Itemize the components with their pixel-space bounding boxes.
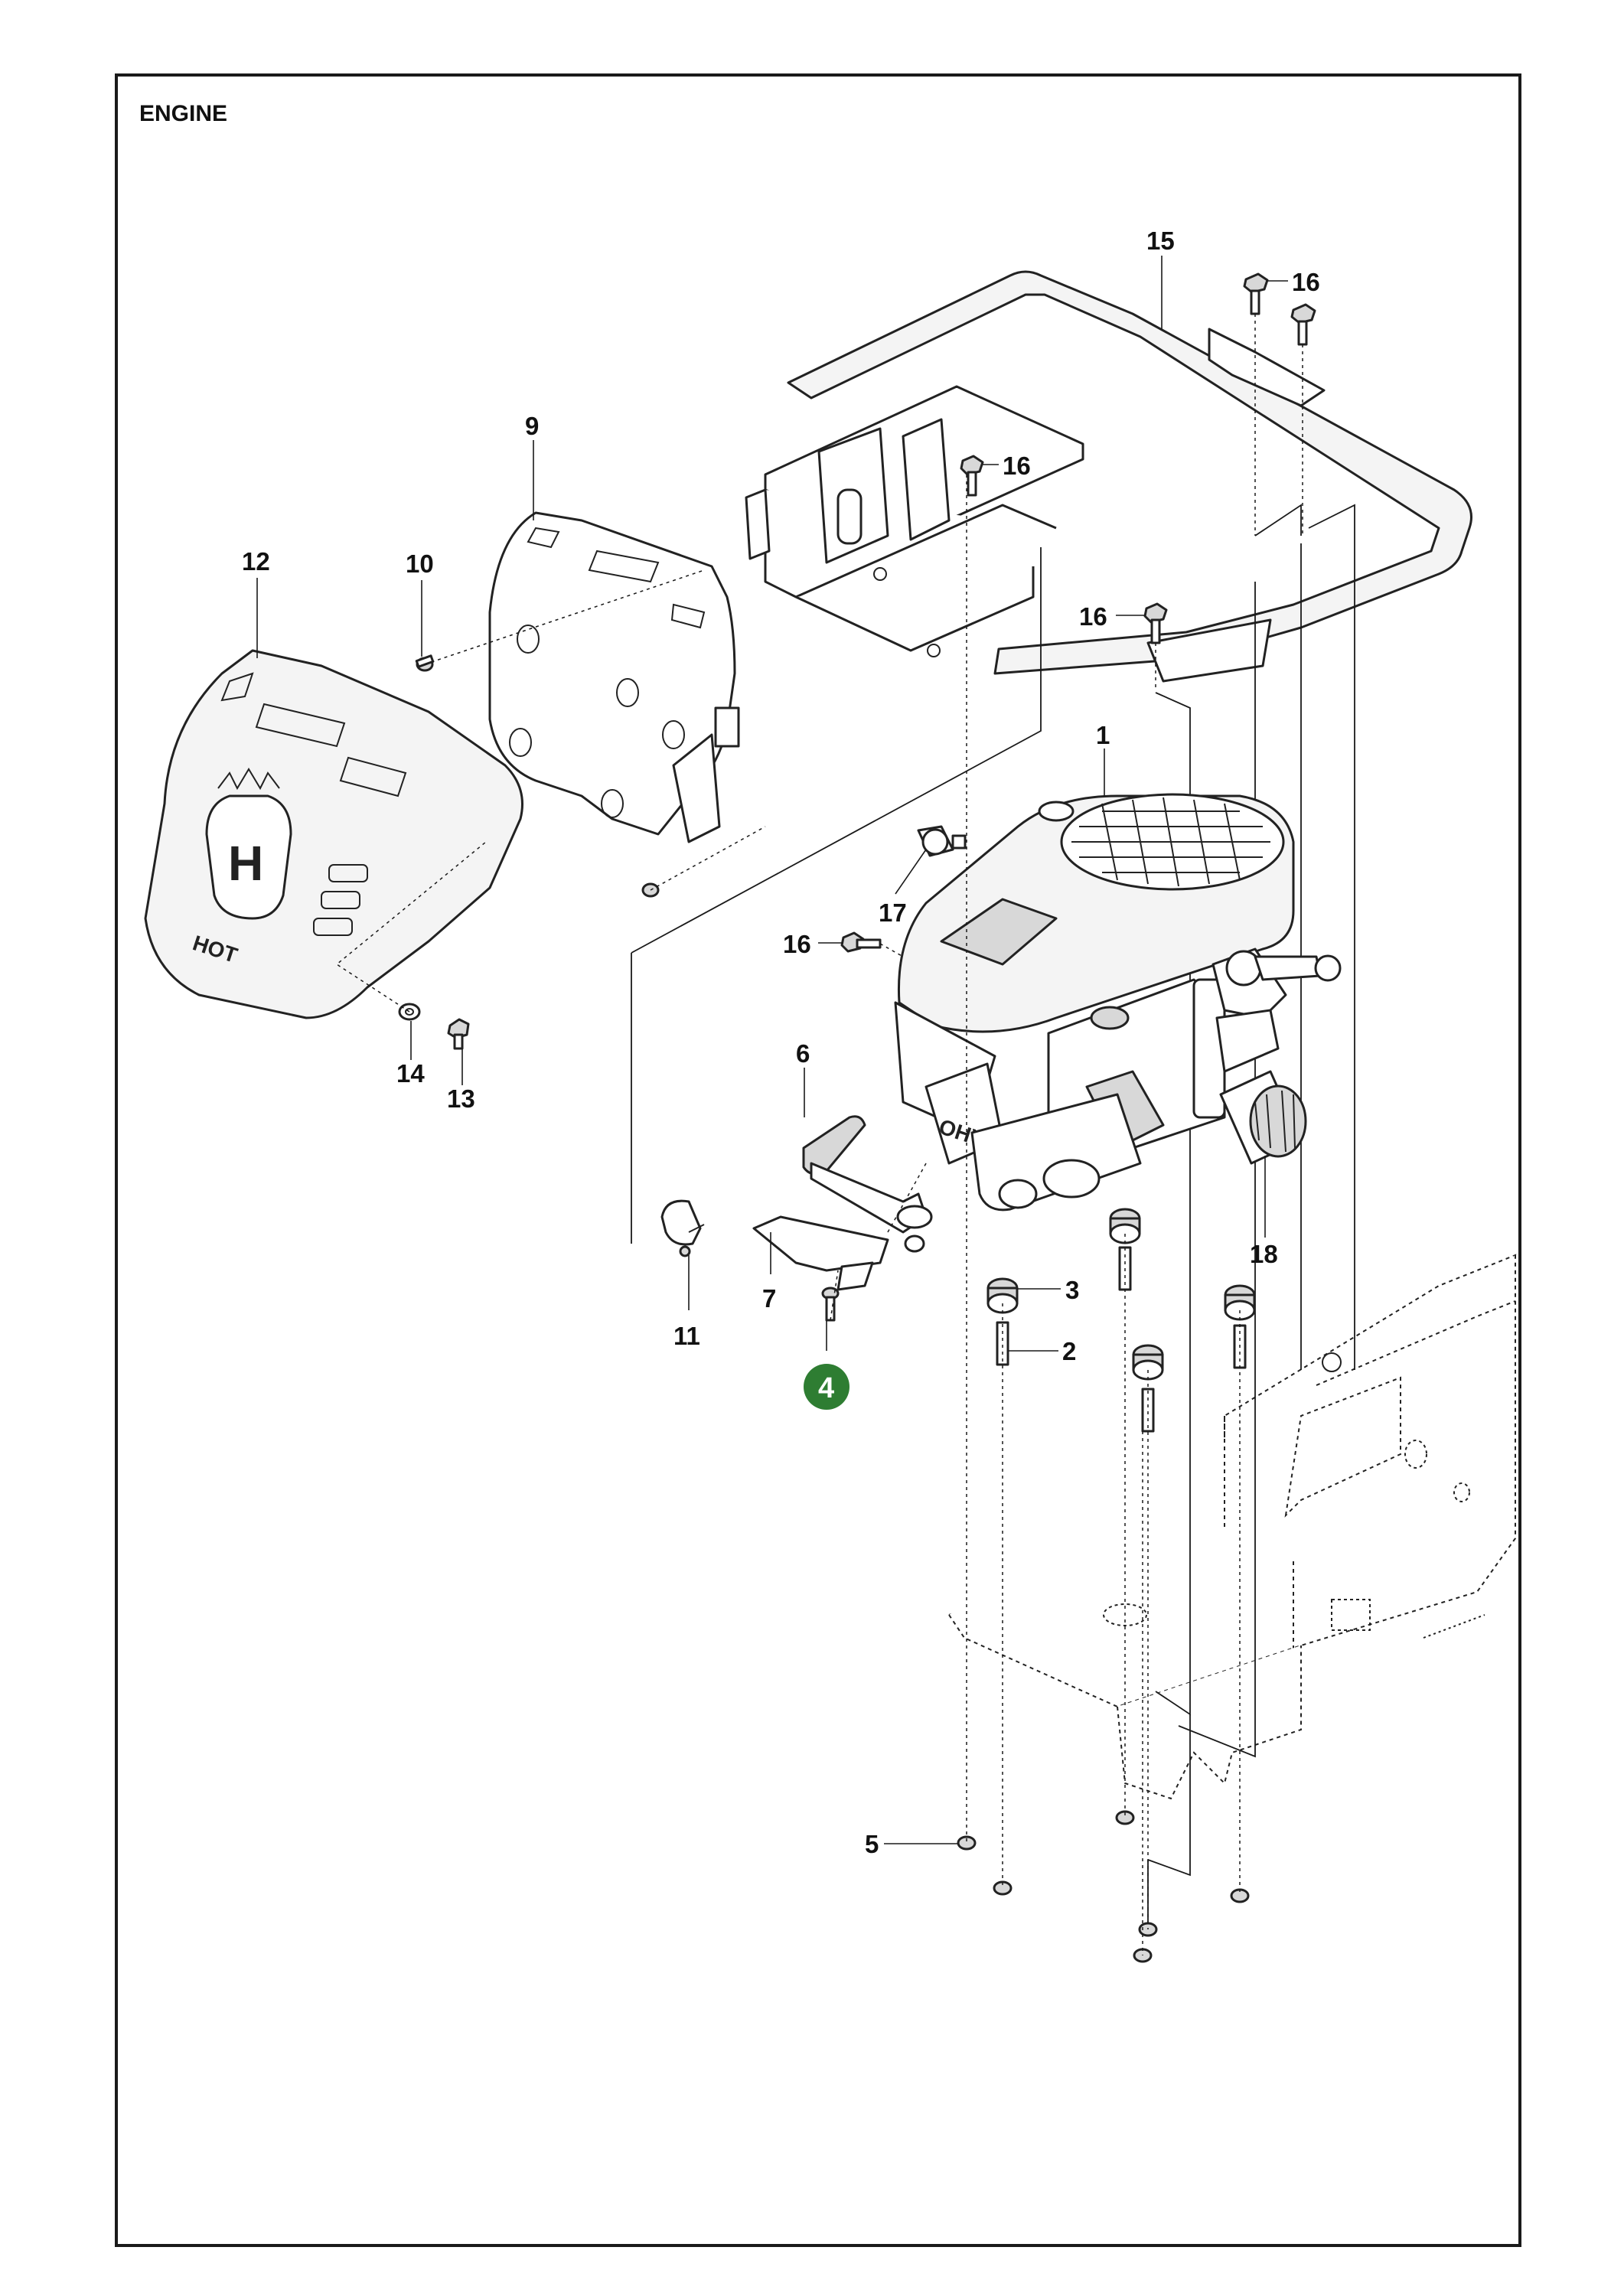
diagram-title: ENGINE [139, 101, 227, 126]
rubber-dampers [986, 1208, 1256, 1381]
callout-11: 11 [673, 1322, 700, 1350]
callout-16-bracket: 16 [1003, 452, 1031, 480]
bolt-16-top-right [1243, 272, 1269, 315]
callout-13: 13 [447, 1084, 475, 1113]
air-intake-grille [1071, 797, 1270, 887]
callout-2: 2 [1062, 1337, 1076, 1365]
dashed-assembly-lines [335, 314, 1303, 1955]
vent-slots [313, 864, 368, 936]
studs [996, 1246, 1247, 1433]
callout-1: 1 [1096, 721, 1110, 749]
screw-13 [447, 1018, 470, 1050]
callout-12: 12 [242, 547, 270, 576]
callout-16-bar: 16 [1079, 602, 1107, 631]
engine-cover [488, 511, 740, 843]
assembly-guide-lines [631, 504, 1355, 1929]
bolt-16-bar [1143, 602, 1168, 644]
bolt-16-engine [840, 931, 882, 953]
oil-filter [1219, 1070, 1307, 1165]
lower-bracket [745, 385, 1084, 657]
cable-clamp [660, 1199, 705, 1257]
bolt-16-top-right-2 [1290, 303, 1316, 346]
bolt-4 [821, 1287, 840, 1322]
callout-14: 14 [396, 1059, 425, 1088]
screw-10 [415, 654, 435, 672]
husqvarna-crown-logo: H [205, 768, 292, 920]
callout-15: 15 [1146, 227, 1175, 255]
callout-5: 5 [865, 1830, 879, 1858]
temperature-sensor [917, 825, 967, 857]
cable-ring [896, 1205, 933, 1253]
handle-guide [752, 1215, 889, 1291]
leader-lines [256, 256, 1288, 1844]
front-cover: H HOT [144, 649, 523, 1019]
callouts: 1 2 3 4 5 6 7 9 10 11 12 13 14 15 16 16 … [242, 227, 1320, 1858]
engine: OHV [894, 793, 1342, 1212]
callout-18: 18 [1250, 1240, 1278, 1268]
chassis-frame [948, 1254, 1517, 1800]
callout-17: 17 [879, 899, 907, 927]
page-frame [115, 73, 1521, 2247]
callout-6: 6 [796, 1039, 810, 1068]
nuts [957, 1810, 1250, 1963]
frame-bar [787, 270, 1472, 683]
bolts-16 [840, 272, 1316, 953]
callout-16-top: 16 [1292, 268, 1320, 296]
callout-4-highlighted: 4 [804, 1364, 850, 1410]
svg-text:H: H [228, 836, 263, 891]
callout-4: 4 [818, 1372, 834, 1404]
callout-9: 9 [525, 412, 539, 440]
callout-16-engine: 16 [783, 930, 811, 958]
callout-7: 7 [762, 1284, 776, 1313]
callout-10: 10 [406, 550, 434, 578]
bolt-16-bracket [960, 455, 984, 497]
callout-3: 3 [1065, 1276, 1079, 1304]
